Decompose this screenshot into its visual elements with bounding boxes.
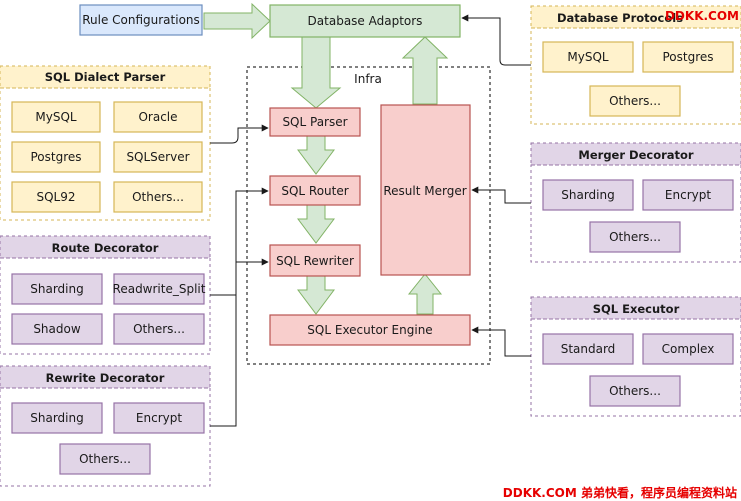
rewrite-encrypt-box	[113, 402, 205, 434]
dialect-others-label: Others...	[132, 190, 184, 204]
merger-decorator-group: Merger Decorator Sharding Encrypt Others…	[530, 142, 741, 263]
dialect-mysql-label: MySQL	[35, 110, 77, 124]
sql-executor-title: SQL Executor	[593, 302, 680, 316]
database-adaptors-label: Database Adaptors	[308, 14, 423, 28]
infra-title: Infra	[354, 72, 382, 86]
sql-executor-engine-label: SQL Executor Engine	[307, 323, 432, 337]
rewrite-sharding-box	[11, 402, 103, 434]
rewrite-decorator-title: Rewrite Decorator	[46, 371, 165, 385]
merger-others-box	[589, 221, 681, 253]
rewrite-decorator-group: Rewrite Decorator Sharding Encrypt Other…	[0, 365, 211, 487]
protocol-others-box	[589, 85, 681, 117]
sql-dialect-parser-title: SQL Dialect Parser	[45, 70, 166, 84]
protocol-others-label: Others...	[609, 94, 661, 108]
rewrite-encrypt-label: Encrypt	[136, 411, 182, 425]
database-protocols-title: Database Protocols	[557, 11, 683, 25]
connector-merger-to-result	[471, 186, 531, 204]
merger-encrypt-label: Encrypt	[665, 188, 711, 202]
rewrite-sharding-label: Sharding	[30, 411, 83, 425]
watermark-top: DDKK.COM	[665, 9, 739, 23]
rule-configurations-label: Rule Configurations	[82, 13, 200, 27]
executor-complex-box	[642, 333, 734, 365]
arrow-rule-to-adaptors	[203, 2, 271, 40]
route-shadow-label: Shadow	[33, 322, 81, 336]
dialect-oracle-label: Oracle	[138, 110, 177, 124]
dialect-sql92-label: SQL92	[36, 190, 75, 204]
route-decorator-body	[0, 257, 211, 355]
dialect-mysql-box	[11, 101, 101, 133]
database-protocols-group: Database Protocols MySQL Postgres Others…	[530, 5, 741, 125]
connector-executor-to-engine	[471, 326, 531, 357]
route-sharding-label: Sharding	[30, 282, 83, 296]
sql-dialect-parser-group: SQL Dialect Parser MySQL Oracle Postgres…	[0, 65, 211, 221]
dialect-postgres-box	[11, 141, 101, 173]
sql-parser-box	[269, 107, 361, 137]
route-shadow-box	[11, 313, 103, 345]
route-others-box	[113, 313, 205, 345]
dialect-sql92-box	[11, 181, 101, 213]
sql-executor-engine-box	[269, 314, 471, 346]
arrow-router-to-rewriter	[297, 204, 335, 244]
connector-route-to-router	[210, 187, 269, 296]
executor-others-label: Others...	[609, 384, 661, 398]
route-others-label: Others...	[133, 322, 185, 336]
route-decorator-group: Route Decorator Sharding Readwrite_Split…	[0, 235, 211, 355]
executor-standard-box	[542, 333, 634, 365]
executor-others-box	[589, 375, 681, 407]
rewrite-others-label: Others...	[79, 452, 131, 466]
arrow-adaptors-to-parser	[290, 36, 342, 109]
merger-decorator-body	[530, 164, 741, 263]
sql-dialect-parser-body	[0, 87, 211, 221]
merger-sharding-box	[542, 179, 634, 211]
sql-executor-group: SQL Executor Standard Complex Others...	[530, 296, 741, 417]
result-merger-label: Result Merger	[383, 184, 466, 198]
dialect-sqlserver-box	[113, 141, 203, 173]
route-readwrite-split-label: Readwrite_Split	[113, 282, 206, 296]
merger-encrypt-box	[642, 179, 734, 211]
protocol-postgres-box	[642, 41, 734, 73]
protocol-mysql-box	[542, 41, 634, 73]
protocol-postgres-label: Postgres	[662, 50, 713, 64]
connector-protocols-to-adaptors	[461, 14, 531, 66]
executor-complex-label: Complex	[662, 342, 715, 356]
sql-parser-label: SQL Parser	[282, 115, 347, 129]
route-readwrite-split-box	[113, 273, 205, 305]
sql-executor-body	[530, 318, 741, 417]
route-decorator-title: Route Decorator	[52, 241, 159, 255]
sql-router-box	[269, 175, 361, 206]
database-protocols-body	[530, 27, 741, 125]
sql-router-label: SQL Router	[281, 184, 348, 198]
arrow-parser-to-router	[297, 135, 335, 175]
rewrite-decorator-body	[0, 387, 211, 487]
sql-rewriter-box	[269, 244, 361, 277]
dialect-oracle-box	[113, 101, 203, 133]
sql-rewriter-label: SQL Rewriter	[276, 254, 354, 268]
rule-configurations-box	[79, 4, 203, 36]
rewrite-others-box	[59, 443, 151, 475]
executor-standard-label: Standard	[561, 342, 616, 356]
arrow-merger-to-adaptors	[401, 36, 449, 105]
merger-decorator-title: Merger Decorator	[578, 148, 694, 162]
connector-dialect-to-parser	[210, 124, 269, 144]
dialect-postgres-label: Postgres	[30, 150, 81, 164]
protocol-mysql-label: MySQL	[567, 50, 609, 64]
route-sharding-box	[11, 273, 103, 305]
dialect-others-box	[113, 181, 203, 213]
merger-sharding-label: Sharding	[561, 188, 614, 202]
result-merger-box	[380, 104, 471, 276]
connector-rewrite-to-rewriter	[210, 258, 269, 427]
database-adaptors-box	[269, 4, 461, 38]
arrow-rewriter-to-engine	[297, 275, 335, 315]
infra-container	[246, 66, 491, 365]
dialect-sqlserver-label: SQLServer	[126, 150, 189, 164]
arrow-engine-to-merger	[407, 273, 443, 315]
merger-others-label: Others...	[609, 230, 661, 244]
watermark-bottom: DDKK.COM 弟弟快看，程序员编程资料站	[503, 485, 737, 500]
